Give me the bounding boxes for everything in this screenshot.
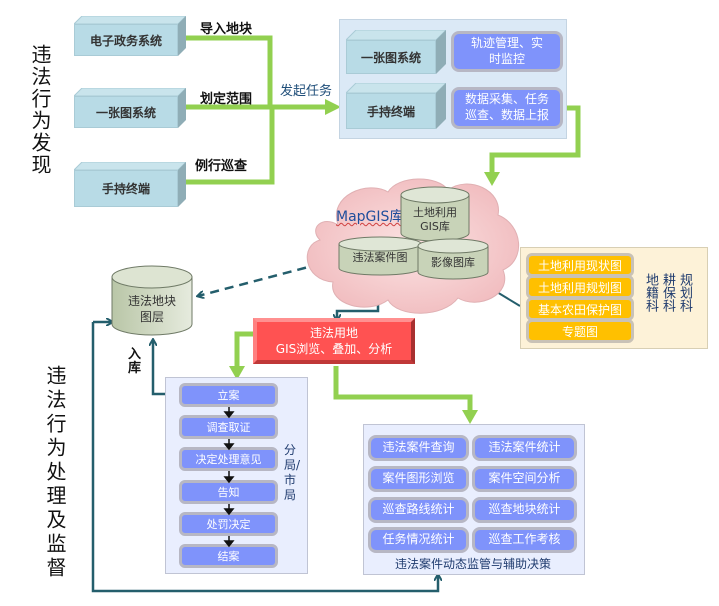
db-cylinder-imagery <box>417 238 489 280</box>
arrow-task <box>325 99 341 115</box>
section-title-handling: 违法行为处理及监督 <box>43 365 67 581</box>
connector-panel-cloud <box>489 105 581 175</box>
db-cylinder-landuse <box>400 186 470 242</box>
edge-label-import: 导入地块 <box>200 22 253 37</box>
task-system-box-handheld: 手持终端 <box>346 83 446 129</box>
source-label: 手持终端 <box>74 170 178 207</box>
section-title-discovery: 违法行为发现 <box>28 44 52 176</box>
source-box-onemap: 一张图系统 <box>74 88 186 128</box>
task-system-label: 手持终端 <box>346 93 436 129</box>
analysis-subtitle: GIS浏览、叠加、分析 <box>275 342 393 356</box>
arrow-workflow <box>229 366 245 380</box>
supervision-case-query: 违法案件查询 <box>368 435 469 461</box>
supervision-parcel-stats: 巡查地块统计 <box>472 497 577 523</box>
dept-planning: 规划科 <box>677 273 692 312</box>
arrow-supervision <box>462 410 478 424</box>
source-box-handheld: 手持终端 <box>74 162 186 207</box>
connector-loop <box>91 322 438 593</box>
edge-label-task: 发起任务 <box>280 84 333 99</box>
db-label-landuse: 土地利用GIS库 <box>413 206 457 234</box>
supervision-route-stats: 巡查路线统计 <box>368 497 469 523</box>
supervision-graphic-browse: 案件图形浏览 <box>368 466 469 492</box>
source-label: 电子政务系统 <box>74 24 178 56</box>
db-label-imagery: 影像图库 <box>431 256 475 269</box>
task-function-collection: 数据采集、任务巡查、数据上报 <box>451 87 563 129</box>
connector-analysis-workflow <box>234 331 255 368</box>
mapgis-title: MapGIS库 <box>336 209 404 225</box>
workflow-step-arrows <box>223 407 235 548</box>
db-label-case-map: 违法案件图 <box>352 251 408 264</box>
supervision-caption: 违法案件动态监管与辅助决策 <box>394 557 551 571</box>
connector-handheld <box>186 105 275 185</box>
workflow-step-close: 结案 <box>179 544 278 568</box>
workflow-panel <box>165 377 308 574</box>
supervision-spatial-analysis: 案件空间分析 <box>472 466 577 492</box>
analysis-title: 违法用地 <box>309 325 358 340</box>
edge-label-patrol: 例行巡查 <box>195 159 248 174</box>
workflow-side-label: 分局/市局 <box>284 443 301 502</box>
supervision-work-assessment: 巡查工作考核 <box>472 527 577 553</box>
department-labels: 地籍科 耕保科 规划科 <box>643 273 692 312</box>
connector-analysis-supervision <box>333 366 473 413</box>
source-label: 一张图系统 <box>74 96 178 128</box>
connector-egov <box>180 35 273 108</box>
edge-label-range: 划定范围 <box>200 92 253 107</box>
store-label: 入库 <box>128 347 142 377</box>
analysis-box: 违法用地 GIS浏览、叠加、分析 <box>253 318 415 364</box>
task-function-tracking: 轨迹管理、实时监控 <box>451 31 563 72</box>
violation-layer-cylinder <box>111 265 193 336</box>
workflow-step-register: 立案 <box>179 383 278 407</box>
layer-planning: 土地利用规划图 <box>526 275 634 299</box>
layer-farmland-protection: 基本农田保护图 <box>526 297 634 321</box>
source-box-egov: 电子政务系统 <box>74 16 186 56</box>
workflow-step-penalty: 处罚决定 <box>179 512 278 536</box>
layer-current-use: 土地利用现状图 <box>526 253 634 277</box>
task-system-box-onemap: 一张图系统 <box>346 30 446 74</box>
task-system-label: 一张图系统 <box>346 40 436 74</box>
supervision-task-stats: 任务情况统计 <box>368 527 469 553</box>
supervision-case-stats: 违法案件统计 <box>472 435 577 461</box>
dept-farmland: 耕保科 <box>660 273 675 312</box>
violation-layer-label: 违法地块图层 <box>127 294 176 324</box>
db-cylinder-case-map <box>338 236 422 276</box>
dept-cadastral: 地籍科 <box>643 273 658 312</box>
layer-thematic: 专题图 <box>526 319 634 343</box>
arrow-cloud <box>484 172 500 186</box>
